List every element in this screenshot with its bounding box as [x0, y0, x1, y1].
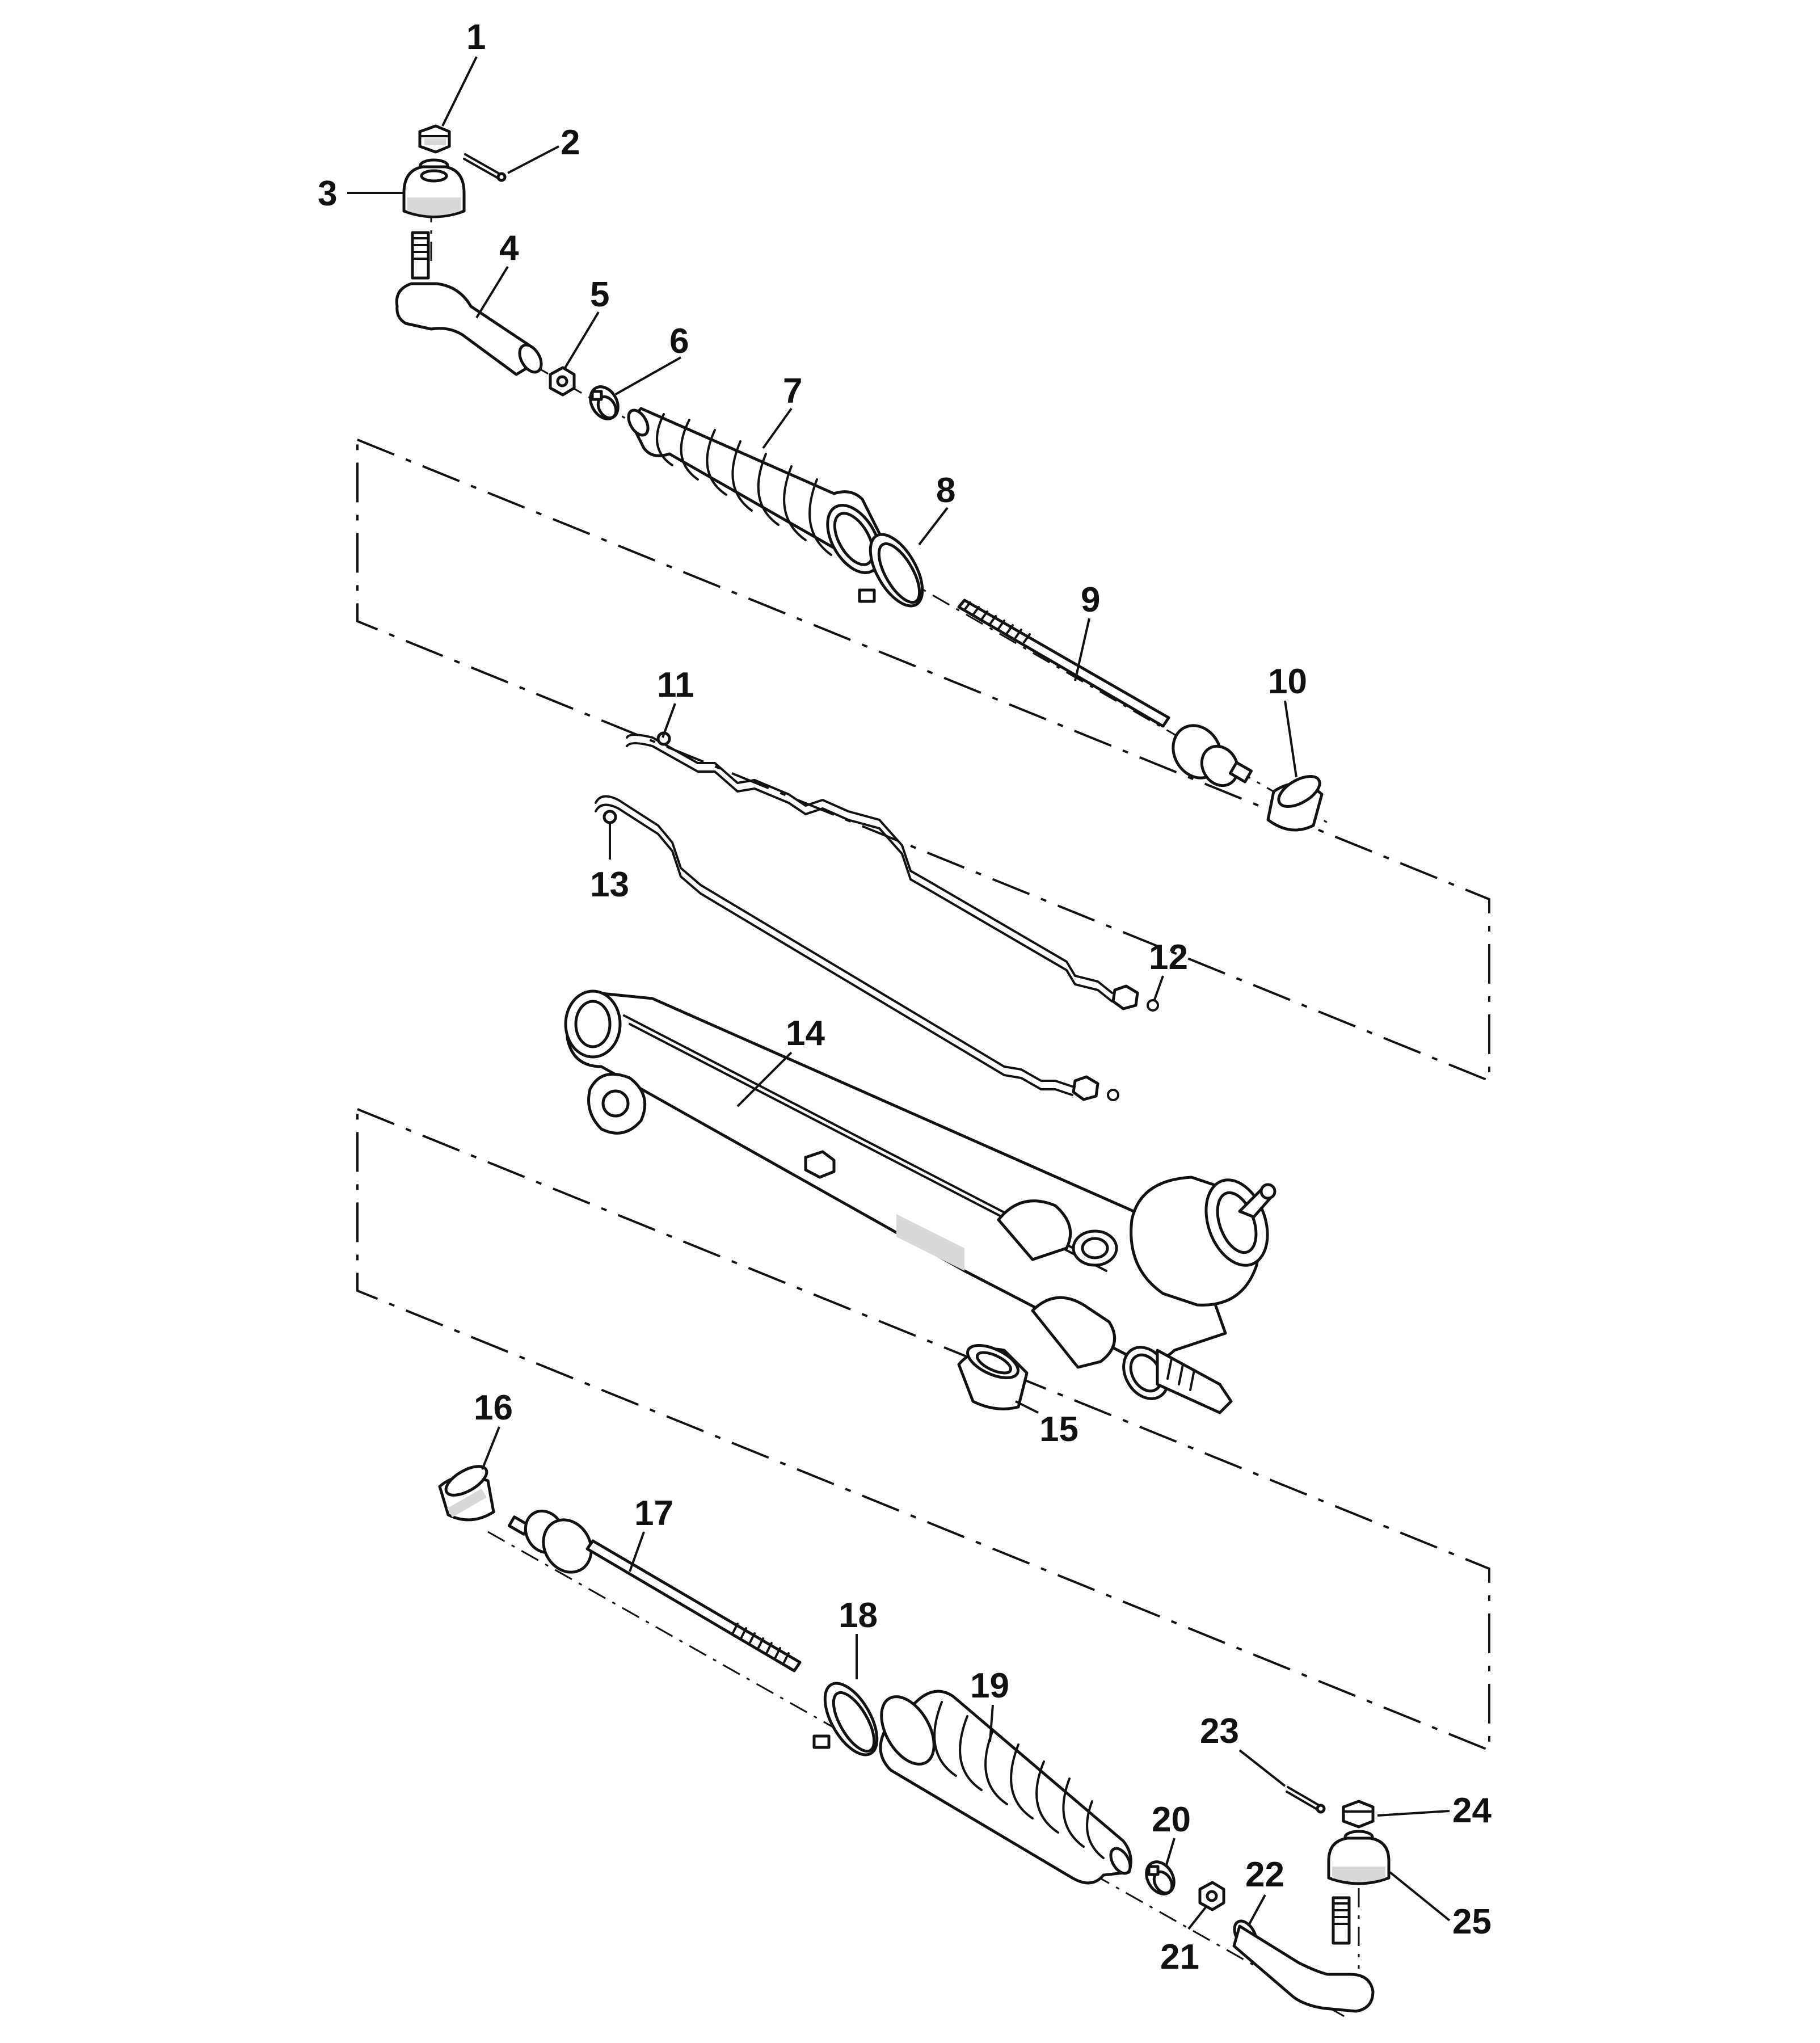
callout-11: 11 [657, 665, 694, 705]
inner-tie-rod-icon [957, 599, 1253, 787]
callout-4: 4 [499, 229, 519, 268]
hex-nut-icon [418, 124, 451, 154]
callout-6: 6 [669, 322, 689, 361]
leader-lines [347, 56, 1451, 1930]
callout-10: 10 [1268, 662, 1307, 701]
callout-7: 7 [783, 372, 802, 411]
callout-9: 9 [1081, 580, 1100, 620]
callout-2: 2 [561, 123, 580, 162]
callout-20: 20 [1152, 1800, 1191, 1839]
upper-group-frame [356, 439, 1490, 1082]
inner-tie-rod-icon [508, 1509, 802, 1673]
small-clamp-icon [1145, 1860, 1176, 1895]
callout-25: 25 [1452, 1902, 1492, 1941]
callout-19: 19 [970, 1666, 1009, 1705]
callout-21: 21 [1160, 1937, 1199, 1977]
callout-18: 18 [839, 1596, 878, 1635]
seal-boot-icon [1327, 1830, 1391, 1885]
jam-nut-icon [1198, 1881, 1225, 1911]
bushing-icon [1266, 775, 1324, 832]
callout-1: 1 [466, 18, 486, 57]
bellows-boot-icon [627, 407, 898, 575]
cotter-pin-icon [1286, 1786, 1326, 1814]
callout-8: 8 [936, 471, 955, 510]
rack-housing-icon [564, 989, 1276, 1414]
bellows-boot-icon [879, 1690, 1132, 1885]
callout-12: 12 [1149, 938, 1188, 977]
outer-tie-rod-end-icon [1232, 1896, 1375, 2013]
small-clamp-icon [589, 385, 620, 420]
callout-3: 3 [318, 174, 337, 213]
jam-nut-icon [549, 366, 576, 397]
callout-15: 15 [1039, 1410, 1078, 1449]
seal-boot-icon [402, 158, 466, 218]
lower-group-frame [356, 1108, 1490, 1752]
upper-axis-lines [430, 165, 1328, 824]
callout-24: 24 [1452, 1791, 1492, 1830]
outer-tie-rod-end-icon [395, 231, 543, 376]
bushing-icon [438, 1465, 495, 1522]
fluid-line-icon [595, 795, 1099, 1101]
lower-axis-lines [487, 1531, 1360, 2021]
callout-16: 16 [474, 1388, 513, 1427]
large-clamp-icon [812, 1682, 879, 1756]
hex-nut-icon [1342, 1800, 1375, 1829]
large-clamp-icon [858, 533, 924, 608]
callout-14: 14 [786, 1014, 825, 1053]
o-ring-icon [1107, 1089, 1119, 1101]
o-ring-icon [1147, 999, 1159, 1012]
callout-23: 23 [1200, 1712, 1239, 1751]
callout-labels: 1 2 3 4 5 6 7 8 9 10 11 12 13 14 15 16 1… [318, 18, 1492, 1977]
callout-5: 5 [590, 275, 609, 314]
callout-22: 22 [1245, 1855, 1284, 1894]
cotter-pin-icon [463, 153, 507, 182]
fluid-line-icon [626, 731, 1139, 1010]
callout-13: 13 [590, 865, 629, 904]
bushing-icon [957, 1344, 1029, 1410]
callout-17: 17 [634, 1494, 673, 1533]
